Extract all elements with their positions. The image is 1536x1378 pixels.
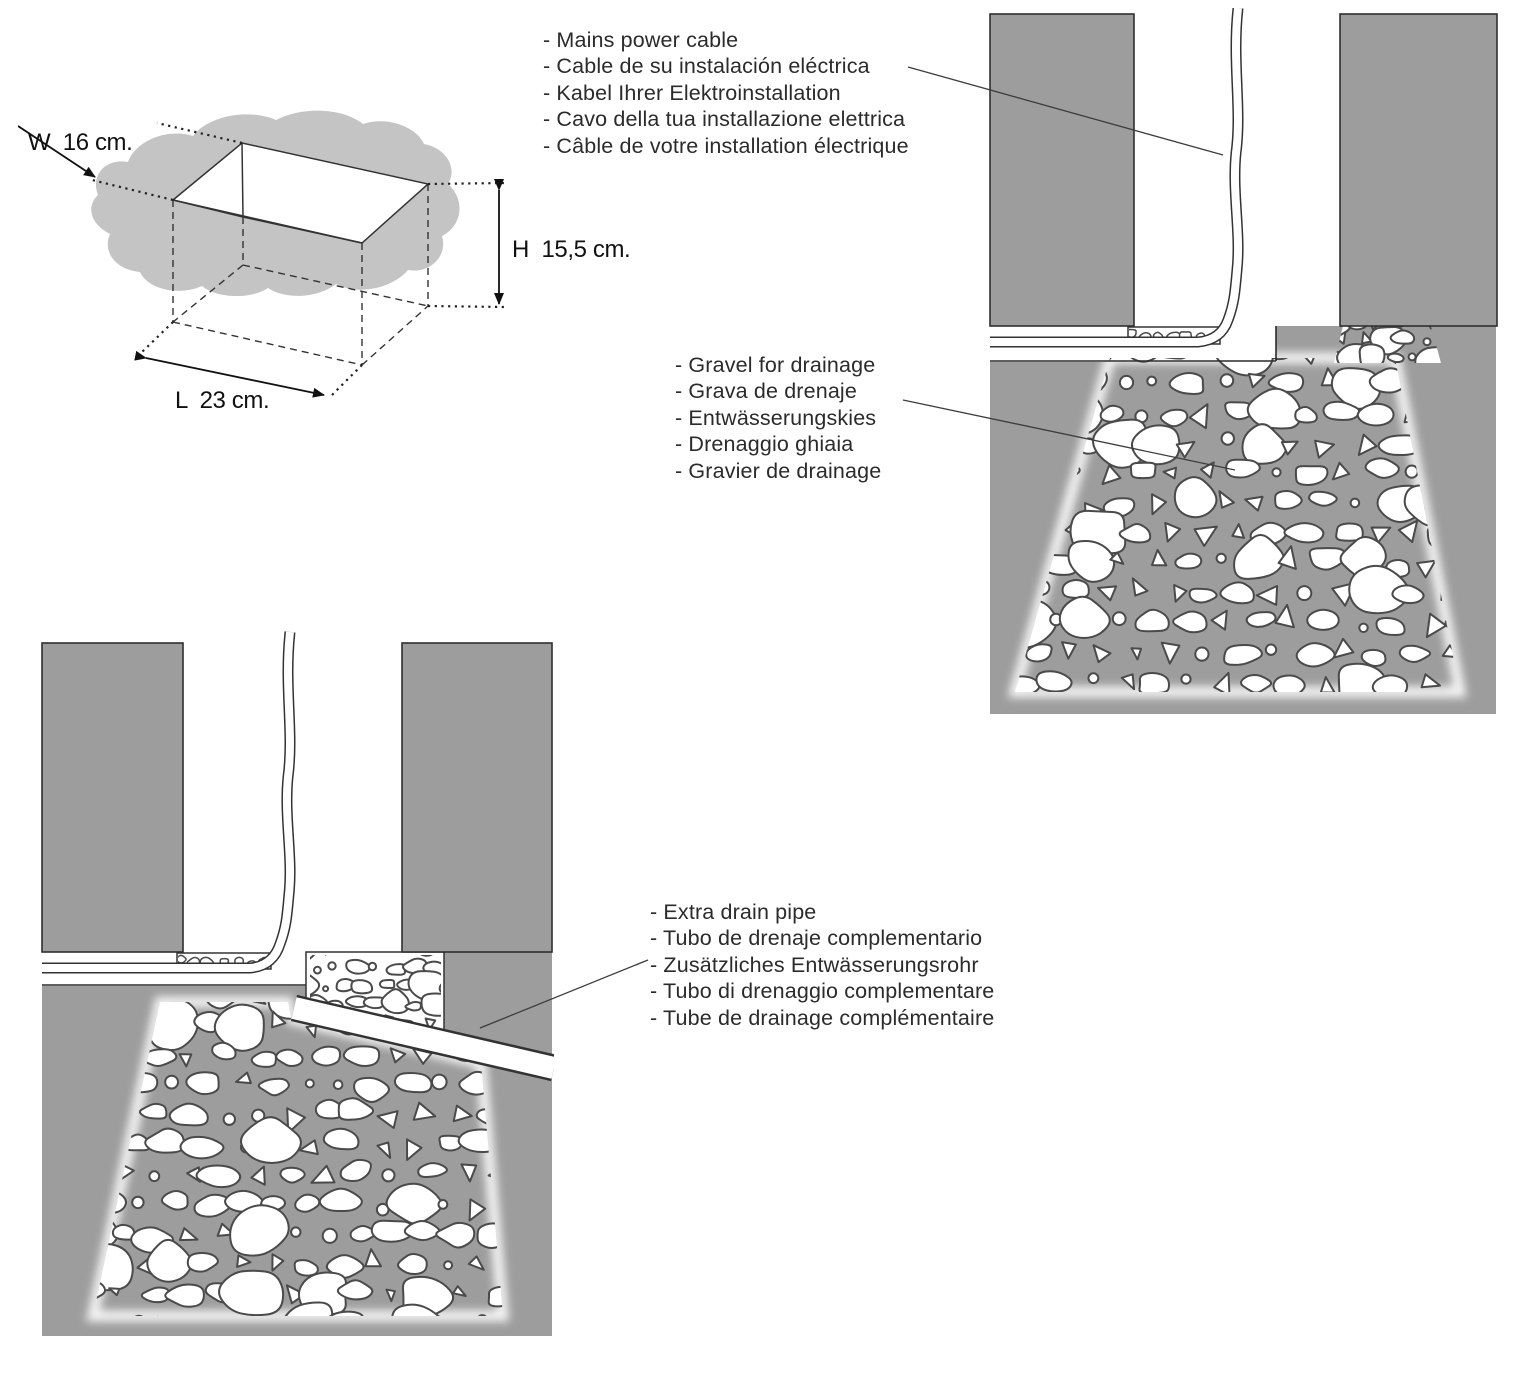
label-line: - Mains power cable xyxy=(543,28,739,52)
label-line: - Câble de votre installation électrique xyxy=(543,133,909,158)
label-line: - Extra drain pipe xyxy=(650,900,817,924)
label-line: - Drenaggio ghiaia xyxy=(675,432,854,457)
label-line: - Kabel Ihrer Elektroinstallation xyxy=(543,80,841,105)
buried-box-dashed xyxy=(172,184,429,366)
excavation-dimensions-figure: W 16 cm. H 15,5 cm. L 23 cm. xyxy=(18,110,631,414)
length-dimension-label: L 23 cm. xyxy=(175,387,269,414)
soil-column-right xyxy=(1339,13,1498,327)
soil-column-left xyxy=(41,642,184,953)
extra-drain-pipe-label-block: - Extra drain pipe - Tubo de drenaje com… xyxy=(650,899,994,1031)
soil-column-left xyxy=(989,13,1135,327)
trench-drain-pipe-figure xyxy=(41,631,554,1336)
extra-drain-pipe xyxy=(290,994,554,1082)
mains-cable xyxy=(42,631,296,974)
label-line: - Gravier de drainage xyxy=(675,458,882,483)
label-line: - Cable de su instalación eléctrica xyxy=(543,54,870,79)
trench-cable-figure xyxy=(989,8,1498,714)
height-dimension-label: H 15,5 cm. xyxy=(512,236,630,263)
soil-column-right xyxy=(401,642,553,953)
label-line: - Gravel for drainage xyxy=(675,353,876,377)
gravel-for-drainage-label-block: - Gravel for drainage - Grava de drenaje… xyxy=(675,352,881,484)
label-line: - Entwässerungskies xyxy=(675,405,877,430)
mains-power-cable-label-block: - Mains power cable - Cable de su instal… xyxy=(543,27,909,159)
label-line: - Zusätzliches Entwässerungsrohr xyxy=(650,952,979,977)
label-line: - Tubo de drenaje complementario xyxy=(650,926,983,951)
label-line: - Grava de drenaje xyxy=(675,379,857,404)
label-line: - Tubo di drenaggio complementare xyxy=(650,979,995,1004)
mains-cable xyxy=(990,8,1244,348)
width-dimension-label: W 16 cm. xyxy=(28,129,132,156)
label-line: - Cavo della tua installazione elettrica xyxy=(543,107,906,132)
label-line: - Tube de drainage complémentaire xyxy=(650,1005,995,1030)
